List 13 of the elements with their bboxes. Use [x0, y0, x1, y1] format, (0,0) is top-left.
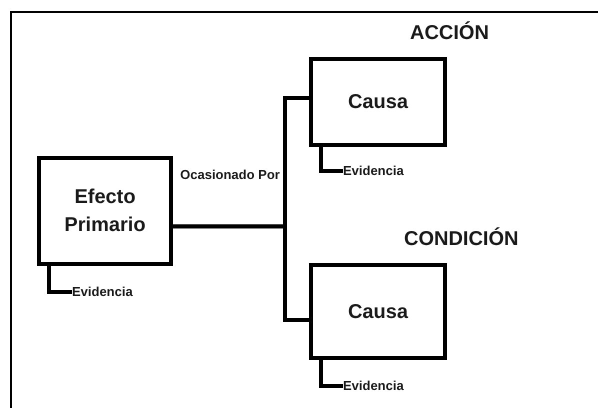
- evidence-label: Evidencia: [343, 162, 433, 180]
- edge-label: Ocasionado Por: [180, 166, 280, 184]
- category-heading: ACCIÓN: [410, 20, 489, 46]
- leader-line: [319, 147, 343, 173]
- leader-line: [47, 266, 72, 294]
- connector-line: [173, 224, 309, 322]
- leader-line: [319, 360, 343, 388]
- process-box: Causa: [309, 263, 447, 360]
- process-box: Efecto Primario: [37, 156, 173, 266]
- category-heading: CONDICIÓN: [404, 226, 518, 252]
- evidence-label: Evidencia: [72, 283, 162, 301]
- evidence-label: Evidencia: [343, 377, 433, 395]
- process-box: Causa: [309, 57, 447, 147]
